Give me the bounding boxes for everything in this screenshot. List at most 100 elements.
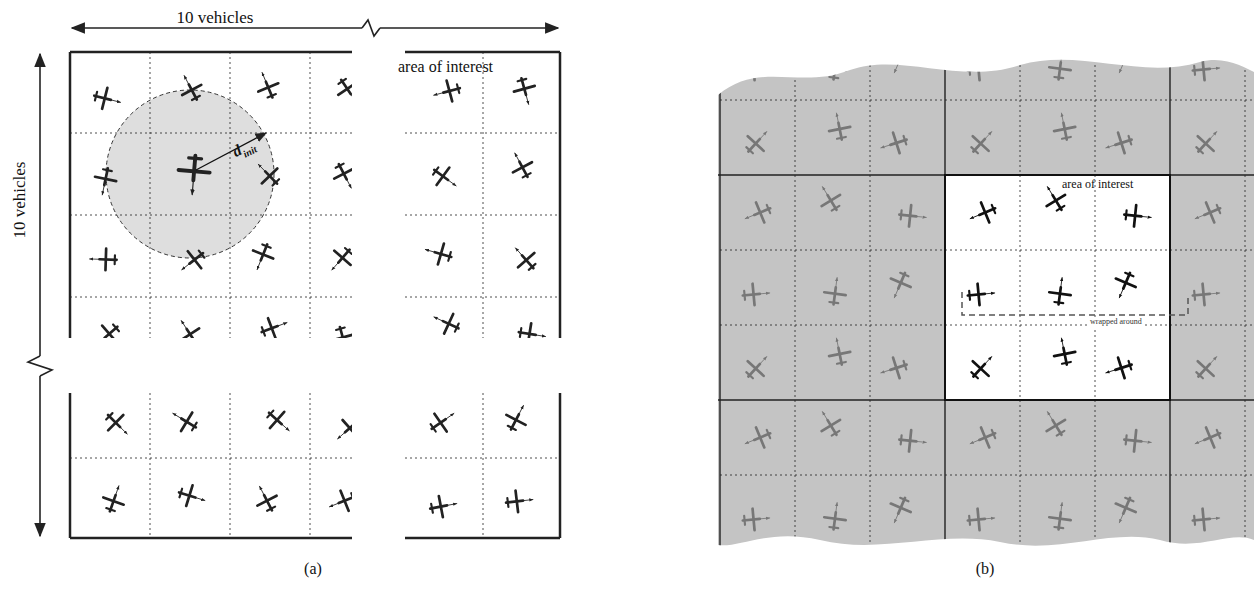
vehicle-icon [966,198,999,228]
vehicle-icon [1051,561,1077,592]
vehicle-icon [742,57,771,81]
vehicle-icon [325,487,358,517]
region-label: area of interest [1062,178,1133,191]
vehicle-icon [329,324,357,356]
vehicle-icon [177,154,211,195]
area-border [70,51,352,54]
panel-label: (b) [976,560,995,578]
vehicle-icon [515,124,549,158]
vehicle-icon [422,239,454,267]
vehicle-icon [601,336,627,367]
vehicle-icon [965,349,999,383]
vehicle-icon [505,489,534,514]
vehicle-icon [898,0,927,3]
dimension-arrows [28,20,558,536]
vehicle-icon [740,124,774,158]
vehicle-icon [1109,44,1139,77]
vehicle-icon [598,501,623,531]
vehicle-icon [884,269,914,302]
vehicle-icon [588,406,620,440]
vehicle-icon [92,166,119,197]
vehicle-icon [258,312,291,342]
grid-line [1095,40,1096,560]
vehicle-icon [89,248,117,270]
area-border [405,51,560,54]
area-border [559,52,562,338]
vehicle-icon [673,204,702,228]
vehicle-icon [659,44,689,77]
grid-line [70,215,352,216]
vehicle-icon [813,406,845,440]
vehicle-icon [813,181,845,215]
vehicle-icon [884,494,914,527]
vehicle-icon [428,161,463,194]
vehicle-icon [741,423,774,453]
grid-line [405,215,560,216]
vehicle-icon [965,124,999,158]
vehicle-icon [588,181,620,215]
vehicle-icon [1109,269,1139,302]
vehicle-icon [673,0,702,3]
vehicle-icon [601,561,627,592]
vehicle-icon [653,354,685,383]
vehicle-icon [516,0,549,4]
vehicle-icon [1051,336,1077,367]
vehicle-icon [598,51,623,81]
area-of-interest-border [945,175,1170,400]
vehicle-icon [878,579,910,593]
vehicle-icon [823,51,848,81]
vehicle-icon [1103,129,1135,158]
vehicle-icon [1051,111,1077,142]
vehicle-icon [175,71,207,105]
grid-line [70,297,352,298]
region-label: area of interest [398,58,493,76]
vehicle-icon [505,148,537,182]
vehicle-icon [898,429,927,453]
grid-line [1020,40,1021,560]
vehicle-icon [90,319,125,353]
grid-line [150,52,151,338]
vehicle-icon [598,276,623,306]
periodic-ground [718,60,1254,546]
grid-line [405,133,560,134]
vehicle-icon [1048,51,1073,81]
vehicle-icon [1123,204,1152,228]
vehicle-icon [252,68,282,101]
area-border [405,537,560,540]
vehicle-icon [1123,0,1152,3]
vehicle-icon [878,129,910,158]
grid-line [310,52,311,338]
path-label: wrapped around [1088,318,1144,327]
vehicle-icon [1123,429,1152,453]
axis-label: 10 vehicles [11,158,30,243]
vehicle-icon [516,198,549,228]
vehicle-icon [429,307,463,338]
vehicle-icon [884,44,914,77]
grid-line [405,458,560,459]
vehicle-icon [1190,124,1224,158]
vehicle-icon [517,282,546,306]
vehicle-icon [426,405,460,438]
vehicle-icon [823,501,848,531]
vehicle-icon [247,240,277,273]
vehicle-icon [1103,354,1135,383]
grid-line [70,458,352,459]
vehicle-icon [324,243,358,278]
grid-line [405,297,560,298]
vehicle-icon [966,423,999,453]
grid-line [230,393,231,538]
vehicle-icon [740,574,774,593]
vehicle-icon [175,245,210,279]
vehicle-icon [100,482,129,515]
vehicle-icon [330,413,365,447]
vehicle-icon [516,423,549,453]
grid-line [795,40,796,560]
vehicle-icon [262,405,297,439]
grid-line [230,52,231,338]
grid-line [310,393,311,538]
vehicle-icon [250,481,282,515]
vehicle-icon [501,401,533,435]
vehicle-icon [329,159,361,193]
area-border [559,393,562,538]
